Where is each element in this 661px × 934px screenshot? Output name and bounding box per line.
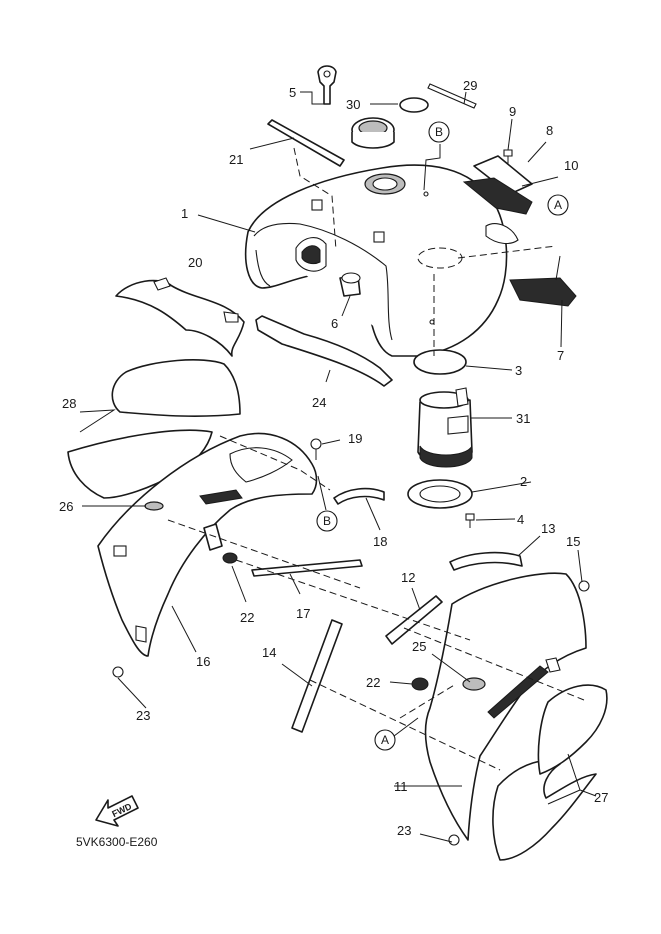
callout-31: 31 — [516, 411, 530, 426]
screw-23-right — [448, 834, 460, 846]
callout-8: 8 — [546, 123, 553, 138]
diagram-code: 5VK6300-E260 — [76, 835, 158, 849]
svg-text:B: B — [435, 125, 443, 139]
bracket-10 — [462, 177, 533, 215]
callout-23-right: 23 — [397, 823, 411, 838]
callout-30: 30 — [346, 97, 360, 112]
strip-12 — [385, 595, 443, 645]
callout-17: 17 — [296, 606, 310, 621]
tank-cap — [351, 117, 395, 149]
callout-13: 13 — [541, 521, 555, 536]
callout-9: 9 — [509, 104, 516, 119]
callout-25: 25 — [412, 639, 426, 654]
ref-marker-a-lower: A — [374, 729, 396, 751]
strip-13 — [449, 551, 523, 571]
gasket-30 — [399, 97, 429, 113]
callout-24: 24 — [312, 395, 326, 410]
svg-text:B: B — [323, 514, 331, 528]
strip-24 — [255, 315, 393, 387]
strip-21 — [267, 119, 345, 167]
plate-2 — [407, 479, 473, 509]
callout-11: 11 — [394, 779, 408, 794]
callout-7: 7 — [557, 348, 564, 363]
side-cover-16 — [97, 432, 318, 657]
callout-labels: 1 2 3 4 5 6 7 8 9 10 11 12 13 14 15 16 1… — [59, 78, 608, 838]
ref-marker-a-upper: A — [547, 194, 569, 216]
fuel-pump-31 — [417, 387, 473, 468]
strip-14 — [291, 619, 343, 733]
damper-6 — [339, 272, 361, 297]
callout-29: 29 — [463, 78, 477, 93]
ref-marker-b-lower: B — [316, 510, 338, 532]
callout-4: 4 — [517, 512, 524, 527]
callout-18: 18 — [373, 534, 387, 549]
strip-18 — [333, 487, 385, 505]
callout-3: 3 — [515, 363, 522, 378]
callout-19: 19 — [348, 431, 362, 446]
callout-26: 26 — [59, 499, 73, 514]
screw-23-left — [112, 666, 124, 678]
rubber-7 — [509, 277, 577, 307]
callout-15: 15 — [566, 534, 580, 549]
callout-21: 21 — [229, 152, 243, 167]
callout-20: 20 — [188, 255, 202, 270]
gasket-3 — [413, 349, 467, 375]
key — [317, 65, 337, 105]
svg-text:A: A — [381, 733, 389, 747]
fuel-tank — [244, 164, 519, 357]
callout-27: 27 — [594, 790, 608, 805]
screw-19 — [310, 438, 322, 460]
callout-6: 6 — [331, 316, 338, 331]
seat-28 — [67, 359, 241, 499]
callout-22-right: 22 — [366, 675, 380, 690]
callout-16: 16 — [196, 654, 210, 669]
callout-22-left: 22 — [240, 610, 254, 625]
callout-14: 14 — [262, 645, 276, 660]
callout-28: 28 — [62, 396, 76, 411]
callout-1: 1 — [181, 206, 188, 221]
callout-12: 12 — [401, 570, 415, 585]
callout-2: 2 — [520, 474, 527, 489]
alignment-lines — [167, 147, 585, 771]
screw-15 — [578, 580, 590, 592]
callout-5: 5 — [289, 85, 296, 100]
side-cover-11 — [424, 572, 587, 841]
panel-27 — [492, 759, 597, 861]
panel-27-upper — [537, 684, 608, 775]
ref-marker-b-upper: B — [428, 121, 450, 143]
strip-17 — [251, 559, 363, 577]
bolt-4 — [465, 513, 475, 528]
leader-lines — [79, 91, 597, 843]
damper-22-right — [411, 677, 429, 691]
fwd-arrow-icon: FWD — [95, 795, 139, 827]
damper-22-left — [203, 523, 238, 564]
svg-text:A: A — [554, 198, 562, 212]
callout-10: 10 — [564, 158, 578, 173]
callout-23-left: 23 — [136, 708, 150, 723]
